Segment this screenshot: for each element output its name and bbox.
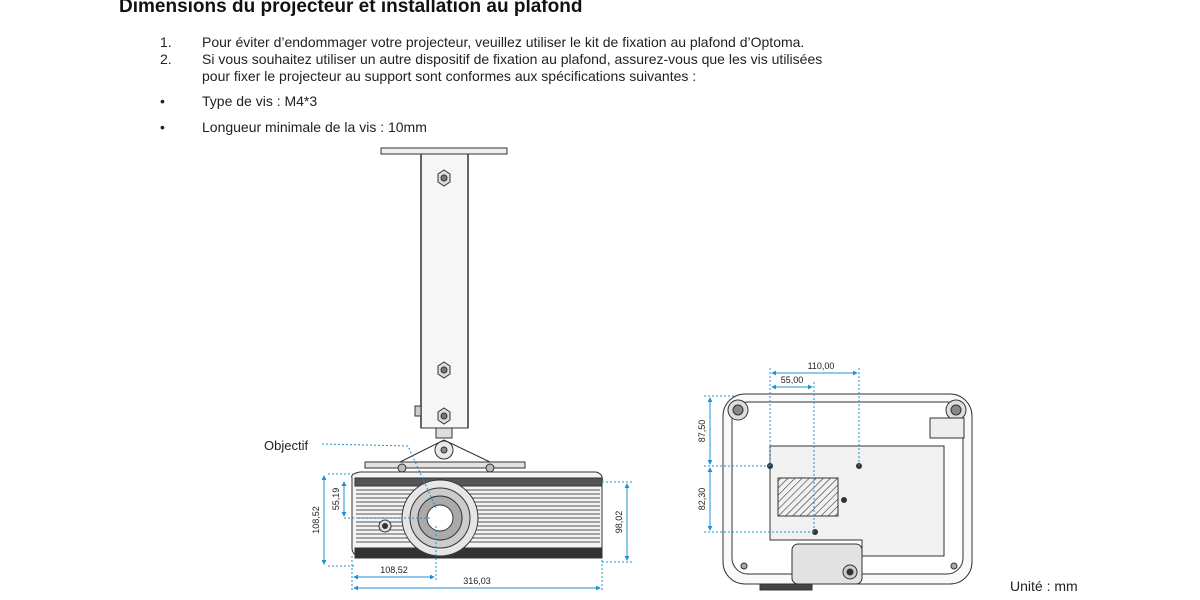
dim-span-inner: 55,00: [781, 375, 804, 385]
dim-body-height: 98,02: [614, 511, 624, 534]
bottom-dimensions: [704, 368, 860, 533]
list-marker: 2.: [160, 51, 172, 67]
page-title: Dimensions du projecteur et installation…: [119, 0, 583, 17]
unit-label: Unité : mm: [1010, 578, 1078, 594]
dim-lens-offset: 108,52: [380, 565, 408, 575]
bullet-text: Longueur minimale de la vis : 10mm: [202, 119, 427, 135]
bullet-marker: •: [160, 93, 165, 109]
bullet-text: Type de vis : M4*3: [202, 93, 318, 109]
ceiling-mount: [364, 147, 526, 473]
projector-front: [351, 471, 603, 559]
list-text: pour fixer le projecteur au support sont…: [202, 68, 697, 84]
dim-width: 316,03: [463, 576, 491, 586]
projector-bottom: [722, 393, 973, 591]
dim-lens-height: 55,19: [331, 488, 341, 511]
bullet-marker: •: [160, 119, 165, 135]
list-text: Si vous souhaitez utiliser un autre disp…: [202, 51, 823, 67]
list-text: Pour éviter d’endommager votre projecteu…: [202, 34, 805, 50]
front-dimensions: [321, 443, 632, 592]
dim-span-outer: 110,00: [808, 361, 835, 371]
dim-v-lower: 82,30: [697, 488, 707, 511]
list-marker: 1.: [160, 34, 172, 50]
dim-v-upper: 87,50: [697, 420, 707, 443]
callout-label-lens: Objectif: [264, 438, 309, 453]
dim-height-total: 108,52: [311, 506, 321, 534]
